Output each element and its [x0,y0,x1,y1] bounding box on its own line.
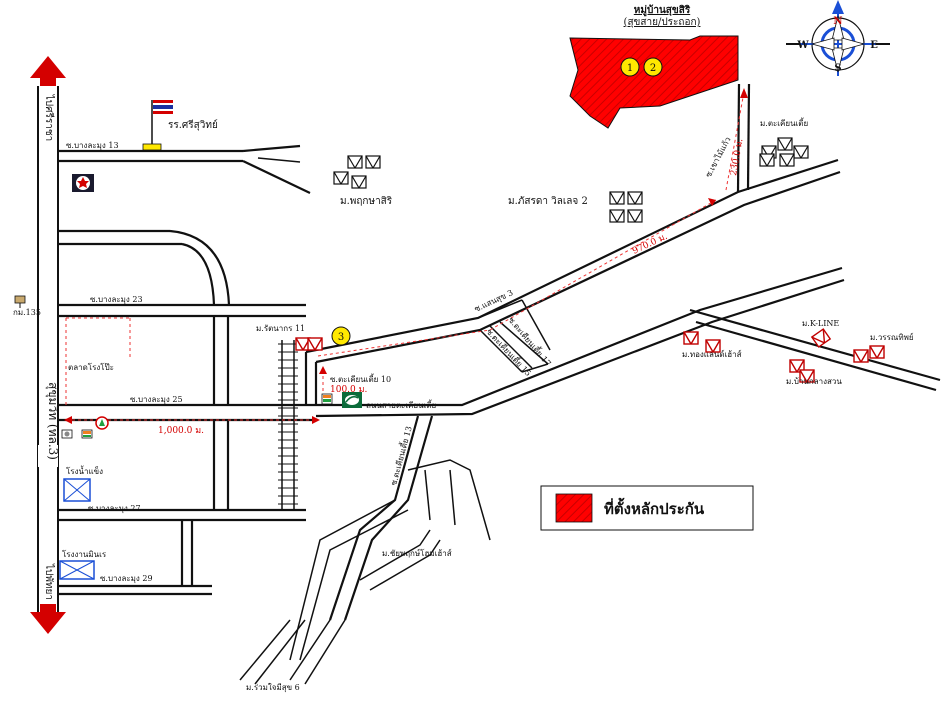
dist-230: 230.0 ม. [729,138,745,177]
house-icon [810,328,832,348]
flag-icon [142,100,173,151]
site-parcel [569,35,739,129]
suttha-label: ม.ภัสรดา วิลเลจ 2 [508,196,588,207]
arrow-down-icon [30,604,66,634]
house-icon [365,155,381,169]
house-icon [869,345,885,359]
highway-to-bottom: ไปพัทยา [43,563,55,600]
soi23-label: ซ.บางละมุง 23 [90,295,143,304]
house-icon [609,209,625,223]
house-icon [627,191,643,205]
km-marker-icon [14,295,26,308]
svg-text:2: 2 [650,63,656,74]
factory-label: โรงงานมินเร [62,549,107,559]
khao-label: ซ.เขาไม้แก้ว [704,135,733,178]
soi25-label: ซ.บางละมุง 25 [130,395,183,404]
house-icon [799,369,815,383]
soi29-label: ซ.บางละมุง 29 [100,574,153,583]
wannasit-label: ม.วรรณทิพย์ [870,332,914,342]
highway-to-top: ไปศรีราชา [43,94,55,141]
house-icons-red [295,328,885,383]
project-name: หมู่บ้านสุขสิริ [634,4,691,17]
highway-name: สุขุมวิท (ทล.3) [45,382,60,460]
compass-w: W [796,40,809,51]
house-icon [295,337,311,351]
rattanakorn-label: ม.รัตนากร 11 [256,324,305,333]
phruksa-label: ม.พฤกษาสิริ [340,196,393,207]
bank-logo-icon [342,392,362,408]
house-icon [789,359,805,373]
svg-text:3: 3 [338,332,344,343]
gas-station-icon [95,416,109,430]
house-icon [779,153,795,167]
bankkang-label: ม.บ้านกลางสวน [786,377,842,386]
house-icon [853,349,869,363]
soi13-label: ซ.บางละมุง 13 [66,141,119,150]
house-icon [307,337,323,351]
km-label: กม.135 [13,308,41,317]
highway [30,56,66,634]
soi27-label: ซ.บางละมุง 27 [88,504,141,513]
compass-s: S [834,63,841,74]
distance-lines [64,88,748,424]
ruamthai-label: ม.ร่วมใจมีสุข 6 [246,683,300,692]
ice-factory-icon [63,478,91,502]
legend: ที่ตั้งหลักประกัน [540,485,754,531]
marker-2: 2 [643,57,663,77]
shop-icons [61,429,93,439]
takhian-road-label: ถนนสายตะเคียนเตี้ย [366,399,436,410]
compass-icon [786,0,890,76]
highway-name-box [38,445,58,467]
factory-icon [59,560,95,580]
railway-ties [278,343,298,505]
arrow-up-icon [30,56,66,86]
compass-n: N [833,16,842,27]
legend-label: ที่ตั้งหลักประกัน [604,497,705,518]
marker-3: 3 [331,326,351,346]
klong-label: ม.ทองแลนด์เฮ้าส์ [682,349,742,359]
house-icon [609,191,625,205]
svg-text:1: 1 [627,63,633,74]
takhian-label: ม.ตะเคียนเตี้ย [760,117,808,128]
star-logo-icon [72,174,94,192]
house-icons-black [333,137,809,223]
dist-1000: 1,000.0 ม. [158,426,204,436]
compass-e: E [870,40,878,51]
house-icon [627,209,643,223]
house-icon [705,339,721,353]
seven-eleven-icon [321,393,333,405]
dist-100: 100.0 ม. [330,385,368,395]
main-roads [239,83,941,685]
house-icon [777,137,793,151]
house-icon [759,153,775,167]
house-icon [351,175,367,189]
chaiyaphruk-label: ม.ชัยพฤกษ์โฮมเฮ้าส์ [382,548,452,558]
marker-1: 1 [620,57,640,77]
kline-label: ม.K-LINE [802,319,839,328]
market-label: ตลาดโรงโป๊ะ [68,362,114,372]
project-subname: (สุขสาย/ประถอก) [624,17,701,28]
house-icon [333,171,349,185]
takhian10-label: ซ.ตะเคียนเตี้ย 10 [330,373,391,384]
house-icon [683,331,699,345]
legend-swatch [555,493,593,523]
house-icon [793,145,809,159]
school-label: รร.ศรีสุวิทย์ [168,119,218,131]
ice-label: โรงน้ำแข็ง [66,465,103,476]
house-icon [347,155,363,169]
